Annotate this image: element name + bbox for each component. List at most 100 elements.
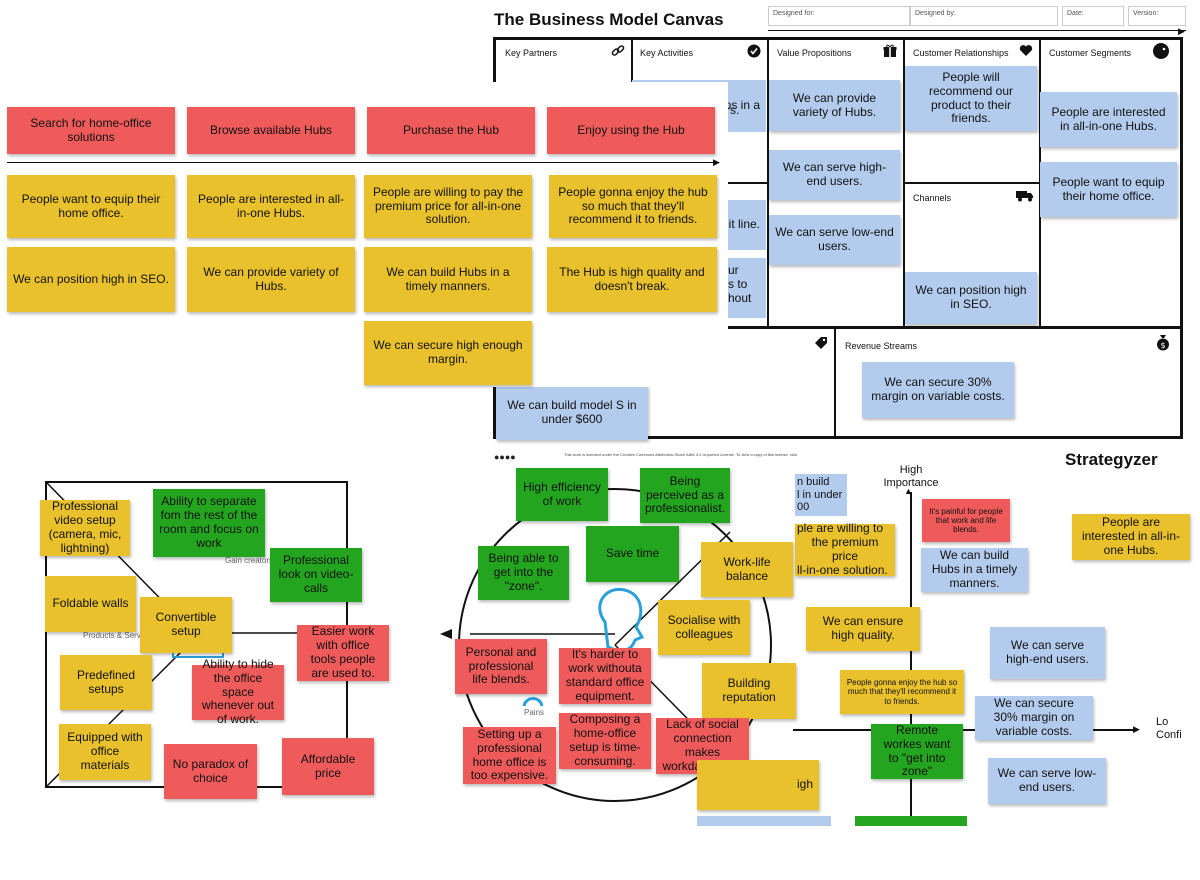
journey-note-timely[interactable]: We can build Hubs in a timely manners. <box>364 247 532 312</box>
key-activities-label: Key Activities <box>640 48 694 58</box>
journey-note-margin[interactable]: We can secure high enough margin. <box>364 321 532 385</box>
journey-note-interested[interactable]: People are interested in all-in-one Hubs… <box>187 175 355 238</box>
cc-license-icons: ●●●● <box>494 452 516 462</box>
designed-for-label: Designed for: <box>773 10 815 17</box>
designed-for-field[interactable]: Designed for: <box>768 6 910 26</box>
vm-professional-look[interactable]: Professional look on video-calls <box>270 548 362 602</box>
matrix-y-axis <box>910 492 912 826</box>
partial-text-f: ithout <box>722 291 752 305</box>
journey-note-variety[interactable]: We can provide variety of Hubs. <box>187 247 355 312</box>
customer-segments-label: Customer Segments <box>1049 48 1132 58</box>
partial-text-a: ps in a <box>724 98 760 113</box>
strategyzer-brand: Strategyzer <box>1065 450 1158 469</box>
version-field[interactable]: Version: <box>1128 6 1186 26</box>
vm-convertible-setup[interactable]: Convertible setup <box>140 597 232 653</box>
matrix-high-quality[interactable]: We can ensure high quality. <box>806 607 920 651</box>
vm-predefined-setups[interactable]: Predefined setups <box>60 655 152 710</box>
cs-interested-note[interactable]: People are interested in all-in-one Hubs… <box>1040 92 1177 147</box>
money-bag-icon: $ <box>1157 335 1169 351</box>
matrix-remote-zone[interactable]: Remote workes want to "get into zone" <box>871 723 963 779</box>
cp-expensive[interactable]: Setting up a professional home office is… <box>463 727 556 784</box>
customer-relationships-label: Customer Relationships <box>913 48 1009 58</box>
partial-text-c: lit line. <box>725 217 760 232</box>
channels-label: Channels <box>913 193 952 203</box>
top-arrow-head: ▶ <box>1178 26 1185 36</box>
matrix-x-arrowhead: ▶ <box>1133 724 1140 734</box>
partial-text-d: ur <box>728 263 739 277</box>
cp-time-consuming[interactable]: Composing a home-office setup is time-co… <box>559 713 651 769</box>
journey-note-recommend[interactable]: People gonna enjoy the hub so much that … <box>549 175 717 238</box>
vm-separate-room[interactable]: Ability to separate fom the rest of the … <box>153 489 265 557</box>
matrix-highend[interactable]: We can serve high-end users. <box>990 627 1105 679</box>
cp-reputation[interactable]: Building reputation <box>702 663 796 719</box>
cs-equip-note[interactable]: People want to equip their home office. <box>1040 162 1177 217</box>
journey-note-equip[interactable]: People want to equip their home office. <box>7 175 175 238</box>
cp-zone[interactable]: Being able to get into the "zone". <box>478 546 569 600</box>
stage-browse[interactable]: Browse available Hubs <box>187 107 355 154</box>
canvas-title: The Business Model Canvas <box>494 10 724 29</box>
pains-label: Pains <box>524 708 545 717</box>
partial-text-e: s to <box>728 277 748 291</box>
matrix-secure-margin[interactable]: We can secure 30% margin on variable cos… <box>975 696 1093 740</box>
journey-timeline-arrowhead: ▶ <box>713 157 720 167</box>
date-field[interactable]: Date: <box>1062 6 1124 26</box>
matrix-partial-d: ple are willing to <box>797 521 884 536</box>
matrix-x-label: Lo Confi <box>1156 716 1182 742</box>
matrix-timely-build[interactable]: We can build Hubs in a timely manners. <box>921 548 1028 592</box>
ch-seo-note[interactable]: We can position high in SEO. <box>905 272 1037 324</box>
matrix-partial-high: igh <box>697 760 819 810</box>
key-partners-label: Key Partners <box>505 48 558 58</box>
partial-text-b: rs. <box>726 103 740 117</box>
cp-high-efficiency[interactable]: High efficiency of work <box>516 468 608 521</box>
journey-note-seo[interactable]: We can position high in SEO. <box>7 247 175 312</box>
canvas-col-2 <box>767 37 769 328</box>
svg-text:$: $ <box>1160 341 1165 350</box>
designed-by-label: Designed by: <box>915 10 956 17</box>
rev-margin-note[interactable]: We can secure 30% margin on variable cos… <box>862 362 1014 418</box>
matrix-enjoy-recommend[interactable]: People gonna enjoy the hub so much that … <box>840 670 964 714</box>
truck-icon <box>1016 191 1033 202</box>
matrix-painful-blend[interactable]: It's painful for people that work and li… <box>922 499 1010 542</box>
vm-video-setup[interactable]: Professional video setup (camera, mic, l… <box>40 500 130 556</box>
cp-harder-work[interactable]: It's harder to work withouta standard of… <box>559 648 651 704</box>
vp-variety-note[interactable]: We can provide variety of Hubs. <box>769 80 900 131</box>
matrix-partial-b: l in under <box>797 488 843 501</box>
journey-timeline <box>7 162 719 163</box>
matrix-lowend[interactable]: We can serve low-end users. <box>988 758 1106 804</box>
link-icon <box>611 45 625 56</box>
vm-easier-work[interactable]: Easier work with office tools people are… <box>297 625 389 681</box>
vm-hide-office[interactable]: Ability to hide the office space wheneve… <box>192 657 284 726</box>
cr-recommend-note[interactable]: People will recommend our product to the… <box>905 66 1037 131</box>
cost-build-note[interactable]: We can build model S in under $600 <box>496 385 648 440</box>
stage-search[interactable]: Search for home-office solutions <box>7 107 175 154</box>
date-label: Date: <box>1067 10 1084 17</box>
check-icon <box>747 44 761 58</box>
vp-lowend-note[interactable]: We can serve low-end users. <box>769 215 900 265</box>
vm-no-paradox[interactable]: No paradox of choice <box>164 744 257 799</box>
stage-purchase[interactable]: Purchase the Hub <box>367 107 535 154</box>
matrix-partial-build: n build l in under 00 <box>795 474 847 516</box>
cp-socialise[interactable]: Socialise with colleagues <box>658 600 750 655</box>
journey-note-premium[interactable]: People are willing to pay the premium pr… <box>364 175 532 238</box>
cp-life-blends[interactable]: Personal and professional life blends. <box>455 639 547 694</box>
vm-foldable-walls[interactable]: Foldable walls <box>45 576 136 632</box>
matrix-partial-c: 00 <box>797 501 810 514</box>
canvas-frame-right <box>1180 37 1183 439</box>
vm-affordable-price[interactable]: Affordable price <box>282 738 374 795</box>
top-arrow-line <box>768 30 1186 31</box>
cp-work-life[interactable]: Work-life balance <box>701 542 793 597</box>
designed-by-field[interactable]: Designed by: <box>910 6 1058 26</box>
cp-perceived[interactable]: Being perceived as a professionalist. <box>640 468 730 523</box>
matrix-y-arrowhead: ▲ <box>904 486 913 496</box>
vp-highend-note[interactable]: We can serve high-end users. <box>769 150 900 200</box>
stage-enjoy[interactable]: Enjoy using the Hub <box>547 107 715 154</box>
cp-save-time[interactable]: Save time <box>586 526 679 582</box>
matrix-partial-willing: ple are willing to the premium price ll-… <box>795 521 895 577</box>
journey-note-quality[interactable]: The Hub is high quality and doesn't brea… <box>547 247 717 312</box>
gain-creators-label: Gain creators <box>225 556 274 565</box>
vm-equipped-materials[interactable]: Equipped with office materials <box>59 724 151 780</box>
value-propositions-label: Value Propositions <box>777 48 852 58</box>
matrix-partial-blue-bottom <box>697 816 831 826</box>
canvas-relationships-split <box>903 182 1039 184</box>
matrix-hubs-interest[interactable]: People are interested in all-in-one Hubs… <box>1072 514 1190 560</box>
